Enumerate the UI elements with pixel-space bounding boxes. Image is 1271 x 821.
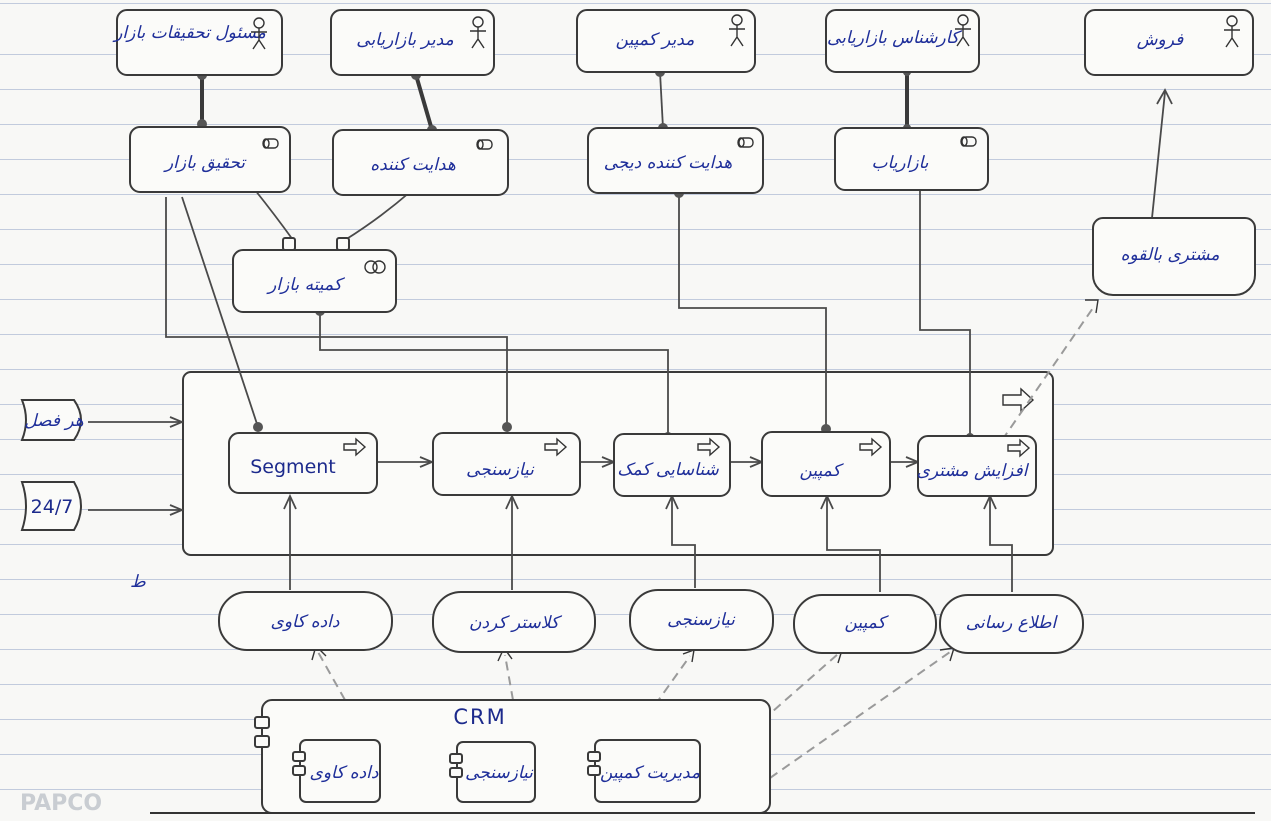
service-label: داده کاوی <box>271 612 340 632</box>
role-campaign-guide: هدایت کننده دیجی <box>587 127 764 194</box>
prospect-label: مشتری بالقوه <box>1121 245 1220 265</box>
footer-rule <box>150 812 1255 814</box>
service-label: کلاستر کردن <box>469 613 563 633</box>
role-guide: هدایت کننده <box>332 129 509 196</box>
role-label: تحقیق بازار <box>163 153 247 173</box>
process-icon <box>859 437 883 457</box>
role-label: هدایت کننده دیجی <box>604 153 733 173</box>
actor-marketing-expert: کارشناس بازاریابی <box>825 9 980 73</box>
service-clustering: کلاستر کردن <box>432 591 596 653</box>
actor-label: مدیر بازاریابی <box>356 30 453 50</box>
actor-marketing-manager: مدیر بازاریابی <box>330 9 495 76</box>
role-icon <box>737 137 754 148</box>
collaboration-icon <box>364 260 386 274</box>
actor-label: فروش <box>1137 30 1184 50</box>
event-label: هر فصل <box>24 411 84 431</box>
crm-label: CRM <box>453 705 506 729</box>
service-campaign: کمپین <box>793 594 937 654</box>
role-label: هدایت کننده <box>370 155 456 175</box>
process-needs-assessment: نیازسنجی <box>432 432 581 496</box>
actor-sales: فروش <box>1084 9 1254 76</box>
process-label: کمپین <box>799 461 844 481</box>
service-label: نیازسنجی <box>667 610 736 630</box>
event-always: 24/7 <box>20 481 82 531</box>
actor-label: مسئول تحقیقات بازار <box>112 23 266 43</box>
actor-icon <box>1224 15 1240 48</box>
actor-market-research-officer: مسئول تحقیقات بازار <box>112 9 283 76</box>
process-label: نیازسنجی <box>466 460 535 480</box>
crm-component-data-mining: داده کاوی <box>292 739 381 803</box>
process-icon <box>1007 438 1031 458</box>
prospect-customer: مشتری بالقوه <box>1092 217 1256 296</box>
crm-component-label: نیازسنجی <box>465 763 534 783</box>
actor-icon <box>470 16 486 49</box>
committee-label: کمیته بازار <box>266 275 346 295</box>
role-label: بازاریاب <box>872 153 929 173</box>
crm-component-campaign-mgmt: مدیریت کمپین <box>587 739 701 803</box>
actor-icon <box>729 14 745 47</box>
service-notify: اطلاع رسانی <box>939 594 1084 654</box>
role-marketer: بازاریاب <box>834 127 989 191</box>
process-label: شناسایی کمک <box>617 460 719 480</box>
process-increase-customer: افزایش مشتری <box>917 435 1037 497</box>
crm-component-label: داده کاوی <box>310 763 379 783</box>
stray-mark: ط <box>130 572 146 592</box>
role-icon <box>476 139 493 150</box>
process-identify-customer: شناسایی کمک <box>613 433 731 497</box>
process-icon <box>343 437 367 457</box>
service-needs: نیازسنجی <box>629 589 774 651</box>
role-icon <box>960 136 977 147</box>
process-label: Segment <box>250 456 336 478</box>
service-data-mining: داده کاوی <box>218 591 393 651</box>
market-committee: کمیته بازار <box>232 237 397 313</box>
crm-component: CRM داده کاوی نیازسنجی مدیریت کمپین <box>254 699 771 814</box>
process-label: افزایش مشتری <box>917 461 1030 481</box>
crm-component-needs: نیازسنجی <box>449 741 536 803</box>
crm-component-label: مدیریت کمپین <box>600 763 700 783</box>
process-icon <box>697 437 721 457</box>
actor-icon <box>955 14 971 47</box>
process-campaign: کمپین <box>761 431 891 497</box>
process-segment: Segment <box>228 432 378 494</box>
event-season: هر فصل <box>20 399 84 441</box>
role-icon <box>262 138 279 149</box>
role-market-researcher: تحقیق بازار <box>129 126 291 193</box>
actor-label: مدیر کمپین <box>616 30 695 50</box>
event-label: 24/7 <box>31 496 74 518</box>
service-label: اطلاع رسانی <box>966 613 1059 633</box>
actor-label: کارشناس بازاریابی <box>827 28 963 48</box>
process-icon <box>544 437 568 457</box>
watermark-logo: PAPCO <box>20 791 102 816</box>
actor-icon <box>251 17 267 50</box>
container-process-icon <box>1002 387 1035 413</box>
actor-campaign-manager: مدیر کمپین <box>576 9 756 73</box>
service-label: کمپین <box>844 613 889 633</box>
